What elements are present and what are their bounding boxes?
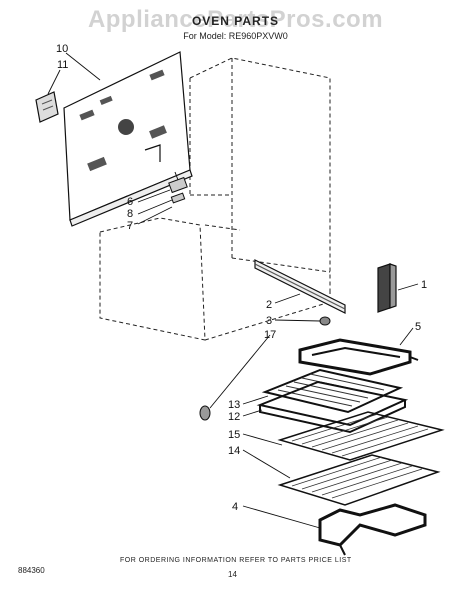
small-fastener: [199, 405, 211, 421]
callout-13: 13: [228, 399, 240, 411]
watermark: AppliancePartsPros.com: [87, 6, 384, 33]
callout-8: 8: [127, 208, 133, 220]
broiler-pan: [256, 380, 409, 434]
clip: [319, 316, 331, 326]
callout-6: 6: [127, 196, 133, 208]
callout-12: 12: [228, 411, 240, 423]
callout-7: 7: [127, 220, 133, 232]
page-number: 14: [228, 570, 237, 579]
model-line: For Model: RE960PXVW0: [183, 31, 288, 41]
diagram-code: 884360: [18, 566, 45, 575]
side-bracket: [377, 263, 397, 313]
callout-14: 14: [228, 445, 240, 457]
callout-1: 1: [421, 279, 427, 291]
rack-slide-rail: [254, 259, 346, 314]
broiler-pan-grid: [261, 368, 404, 414]
terminal-block: [168, 171, 188, 204]
callout-17: 17: [264, 329, 276, 341]
callout-11: 11: [57, 59, 68, 71]
callout-10: 10: [56, 43, 68, 55]
back-panel: [63, 51, 193, 227]
broil-element: [298, 338, 419, 376]
callout-2: 2: [266, 299, 272, 311]
oven-rack-lower: [277, 454, 441, 506]
page-title: OVEN PARTS: [191, 14, 280, 28]
callout-5: 5: [415, 321, 421, 333]
bake-element: [318, 503, 427, 556]
oven-rack-upper: [277, 411, 445, 461]
leader-lines: [47, 52, 419, 529]
callout-3: 3: [266, 315, 272, 327]
ordering-note: FOR ORDERING INFORMATION REFER TO PARTS …: [120, 557, 352, 564]
oven-cavity-outline: [99, 57, 331, 341]
cover-plate: [35, 91, 59, 123]
callout-4: 4: [232, 501, 238, 513]
callout-15: 15: [228, 429, 240, 441]
callout-labels: 10 11 6 8 7 1 2 3 5 17 13 12 15 14 4: [56, 43, 427, 513]
